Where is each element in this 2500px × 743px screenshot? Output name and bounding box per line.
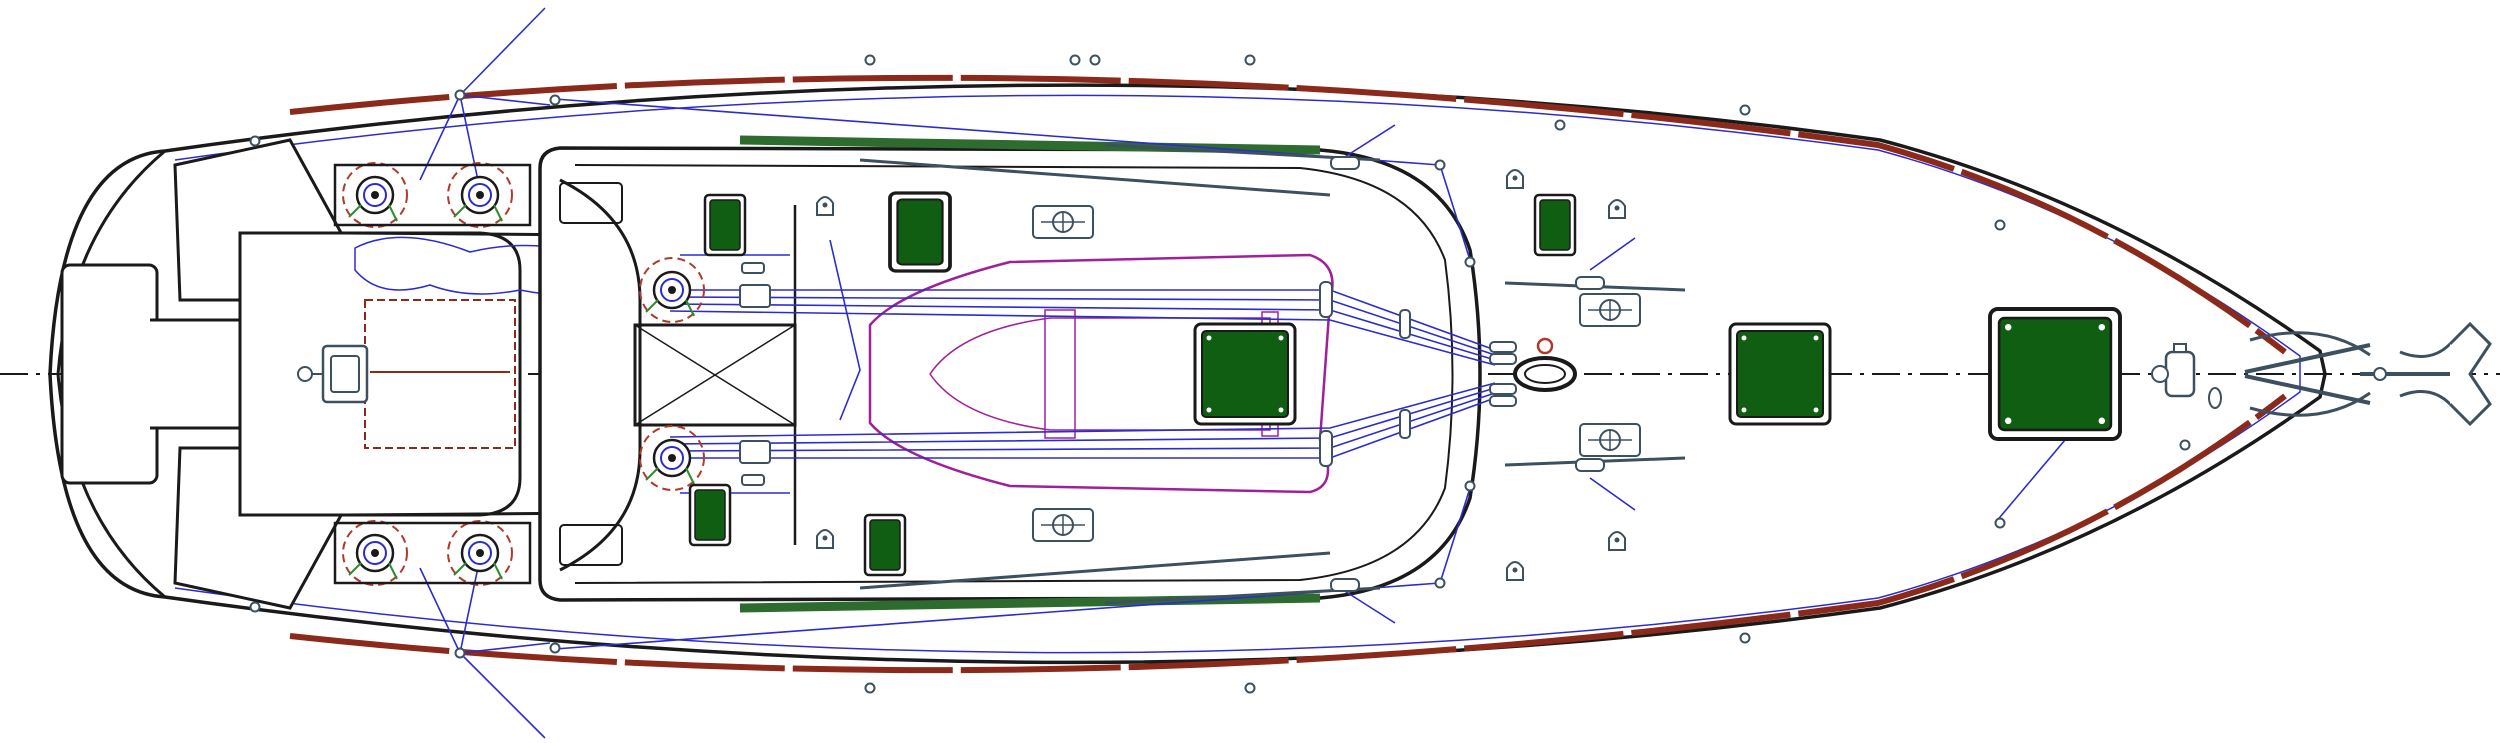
cleat-icon <box>816 529 834 549</box>
mast <box>1513 337 1577 392</box>
track-car <box>1574 457 1606 473</box>
track-car <box>1329 155 1361 171</box>
hatch-icon <box>1533 193 1577 257</box>
vent-icon <box>1579 423 1641 457</box>
hatch-icon <box>888 191 952 273</box>
helm-pedestal <box>297 344 369 404</box>
winch-pads <box>333 163 623 585</box>
cleat-icon <box>1506 169 1524 189</box>
track-car <box>1574 275 1606 291</box>
winch-icon <box>446 519 514 587</box>
anchor-icon <box>2360 321 2492 427</box>
hatch-icon <box>1193 322 1297 426</box>
coachroof <box>538 135 1482 613</box>
companionway-hatch <box>559 178 797 572</box>
vent-icon <box>1579 293 1641 327</box>
hatch-icon <box>863 513 907 577</box>
hatch-icon <box>1988 307 2122 441</box>
hatch-icon <box>703 193 747 257</box>
cleat-icon <box>816 196 834 216</box>
cleat-icon <box>1608 199 1626 219</box>
cleat-icon <box>1608 531 1626 551</box>
vent-icon <box>1032 205 1094 239</box>
hull-outline <box>48 74 2327 674</box>
genoa-tracks <box>1104 143 1686 605</box>
hatch-icon <box>688 483 732 547</box>
winch-icon <box>341 519 409 587</box>
vent-icon <box>1032 508 1094 542</box>
rope-clutches <box>739 262 1517 486</box>
bow-gear <box>2151 321 2492 427</box>
windlass-icon <box>2151 343 2196 398</box>
track-car <box>1329 577 1361 593</box>
winch-icon <box>341 161 409 229</box>
winch-icon <box>446 161 514 229</box>
hatch-icon <box>1728 322 1832 426</box>
cleat-icon <box>1506 561 1524 581</box>
